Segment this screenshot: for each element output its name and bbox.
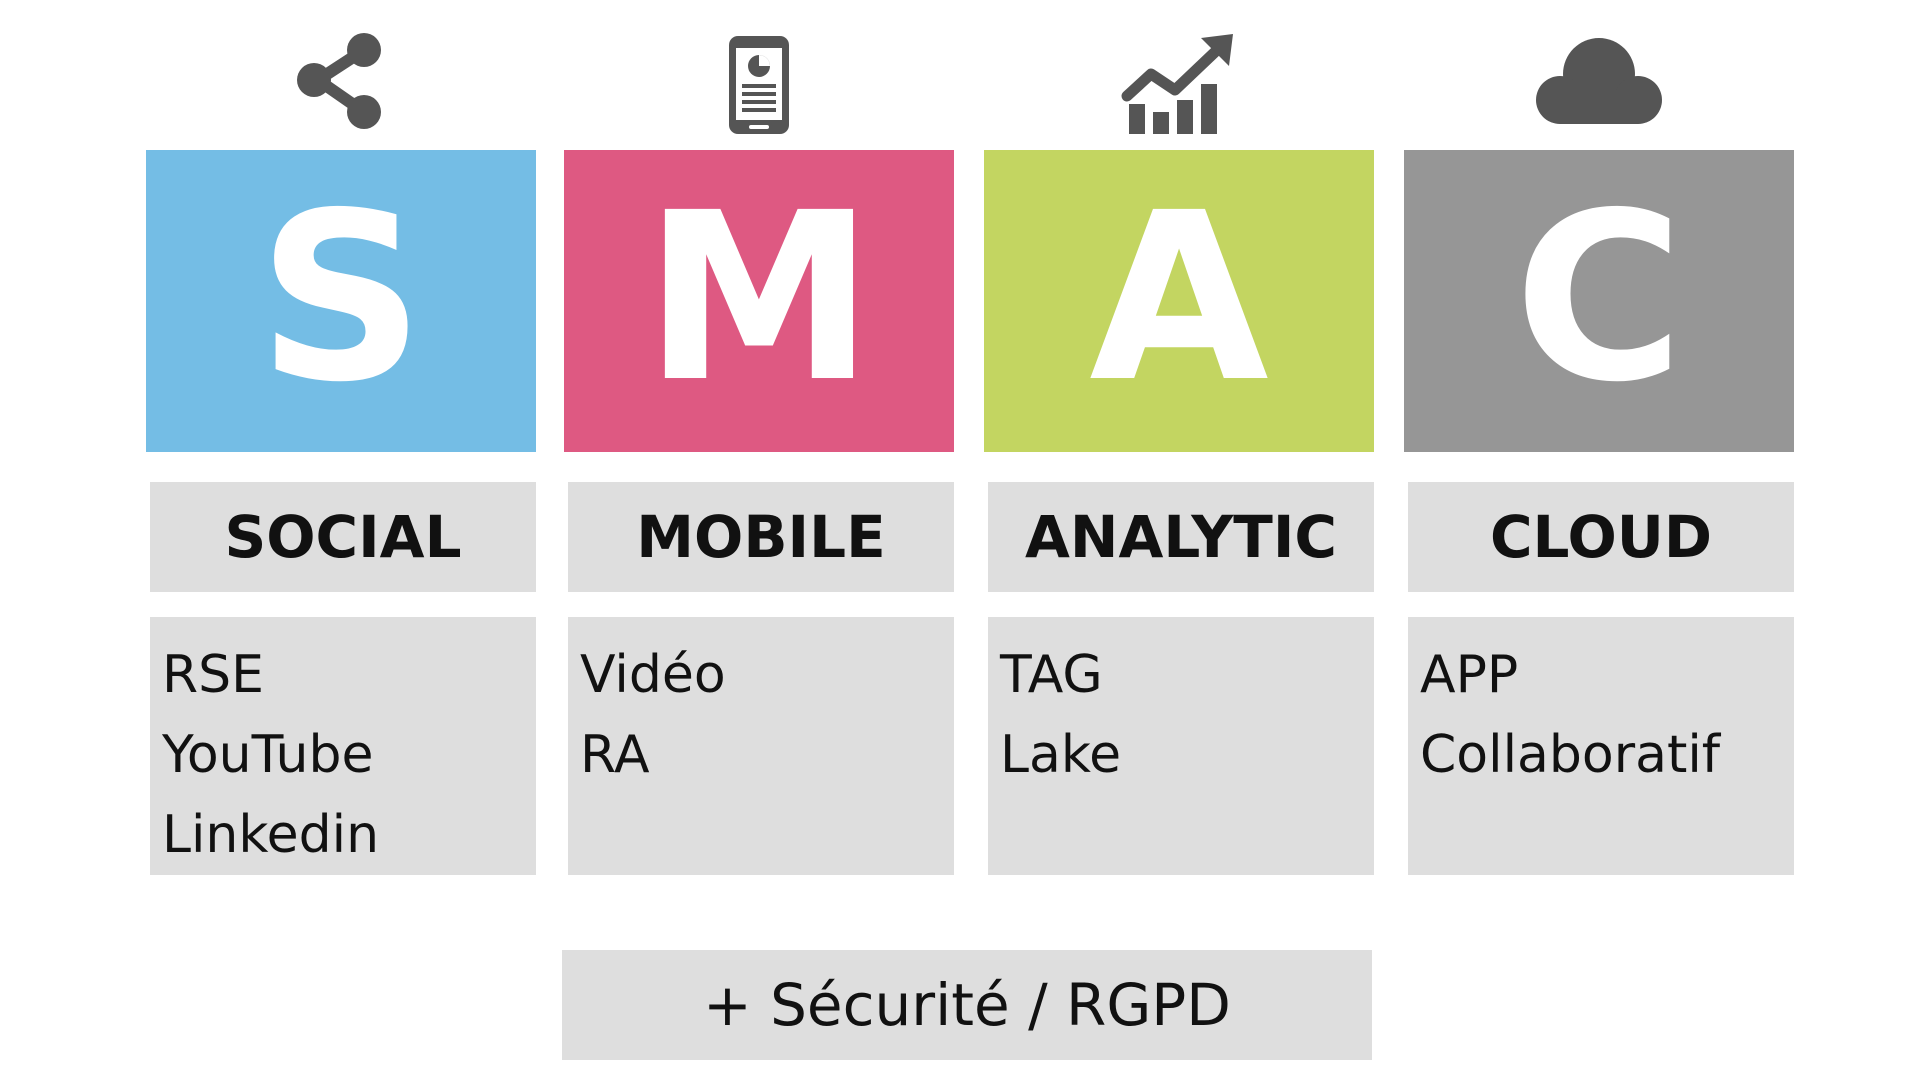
title-mobile: MOBILE — [636, 503, 886, 571]
letter-tile-social: S — [146, 150, 536, 452]
security-gdpr-box: + Sécurité / RGPD — [562, 950, 1372, 1060]
column-cloud: C CLOUD APP Collaboratif — [1404, 0, 1794, 880]
letter-tile-cloud: C — [1404, 150, 1794, 452]
column-social: S SOCIAL RSE YouTube Linkedin — [146, 0, 536, 880]
items-box-cloud: APP Collaboratif — [1408, 617, 1794, 875]
list-item: RA — [580, 725, 650, 785]
list-item: APP — [1420, 645, 1519, 705]
list-item: Vidéo — [580, 645, 726, 705]
list-item: Collaboratif — [1420, 725, 1721, 785]
share-icon — [146, 30, 536, 140]
cloud-icon — [1404, 30, 1794, 140]
title-analytic: ANALYTIC — [1025, 503, 1337, 571]
list-item: RSE — [162, 645, 264, 705]
letter-tile-mobile: M — [564, 150, 954, 452]
column-analytic: A ANALYTIC TAG Lake — [984, 0, 1374, 880]
list-item: Lake — [1000, 725, 1122, 785]
items-box-mobile: Vidéo RA — [568, 617, 954, 875]
list-item: Linkedin — [162, 805, 380, 865]
letter-s: S — [257, 163, 425, 433]
security-gdpr-label: + Sécurité / RGPD — [703, 971, 1231, 1039]
column-mobile: M MOBILE Vidéo RA — [564, 0, 954, 880]
letter-tile-analytic: A — [984, 150, 1374, 452]
letter-m: M — [643, 163, 875, 433]
letter-a: A — [1089, 163, 1269, 433]
letter-c: C — [1513, 163, 1685, 433]
items-box-social: RSE YouTube Linkedin — [150, 617, 536, 875]
title-box-mobile: MOBILE — [568, 482, 954, 592]
list-item: YouTube — [162, 725, 374, 785]
title-cloud: CLOUD — [1489, 503, 1712, 571]
smartphone-icon — [564, 30, 954, 140]
title-box-analytic: ANALYTIC — [988, 482, 1374, 592]
title-box-social: SOCIAL — [150, 482, 536, 592]
title-social: SOCIAL — [224, 503, 462, 571]
growth-chart-icon — [984, 30, 1374, 140]
items-box-analytic: TAG Lake — [988, 617, 1374, 875]
title-box-cloud: CLOUD — [1408, 482, 1794, 592]
list-item: TAG — [1000, 645, 1103, 705]
